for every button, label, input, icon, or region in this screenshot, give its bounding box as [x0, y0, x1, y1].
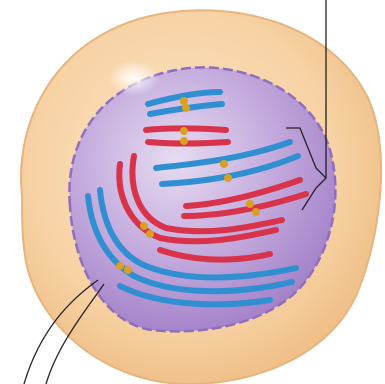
- nucleus-highlight: [108, 60, 160, 96]
